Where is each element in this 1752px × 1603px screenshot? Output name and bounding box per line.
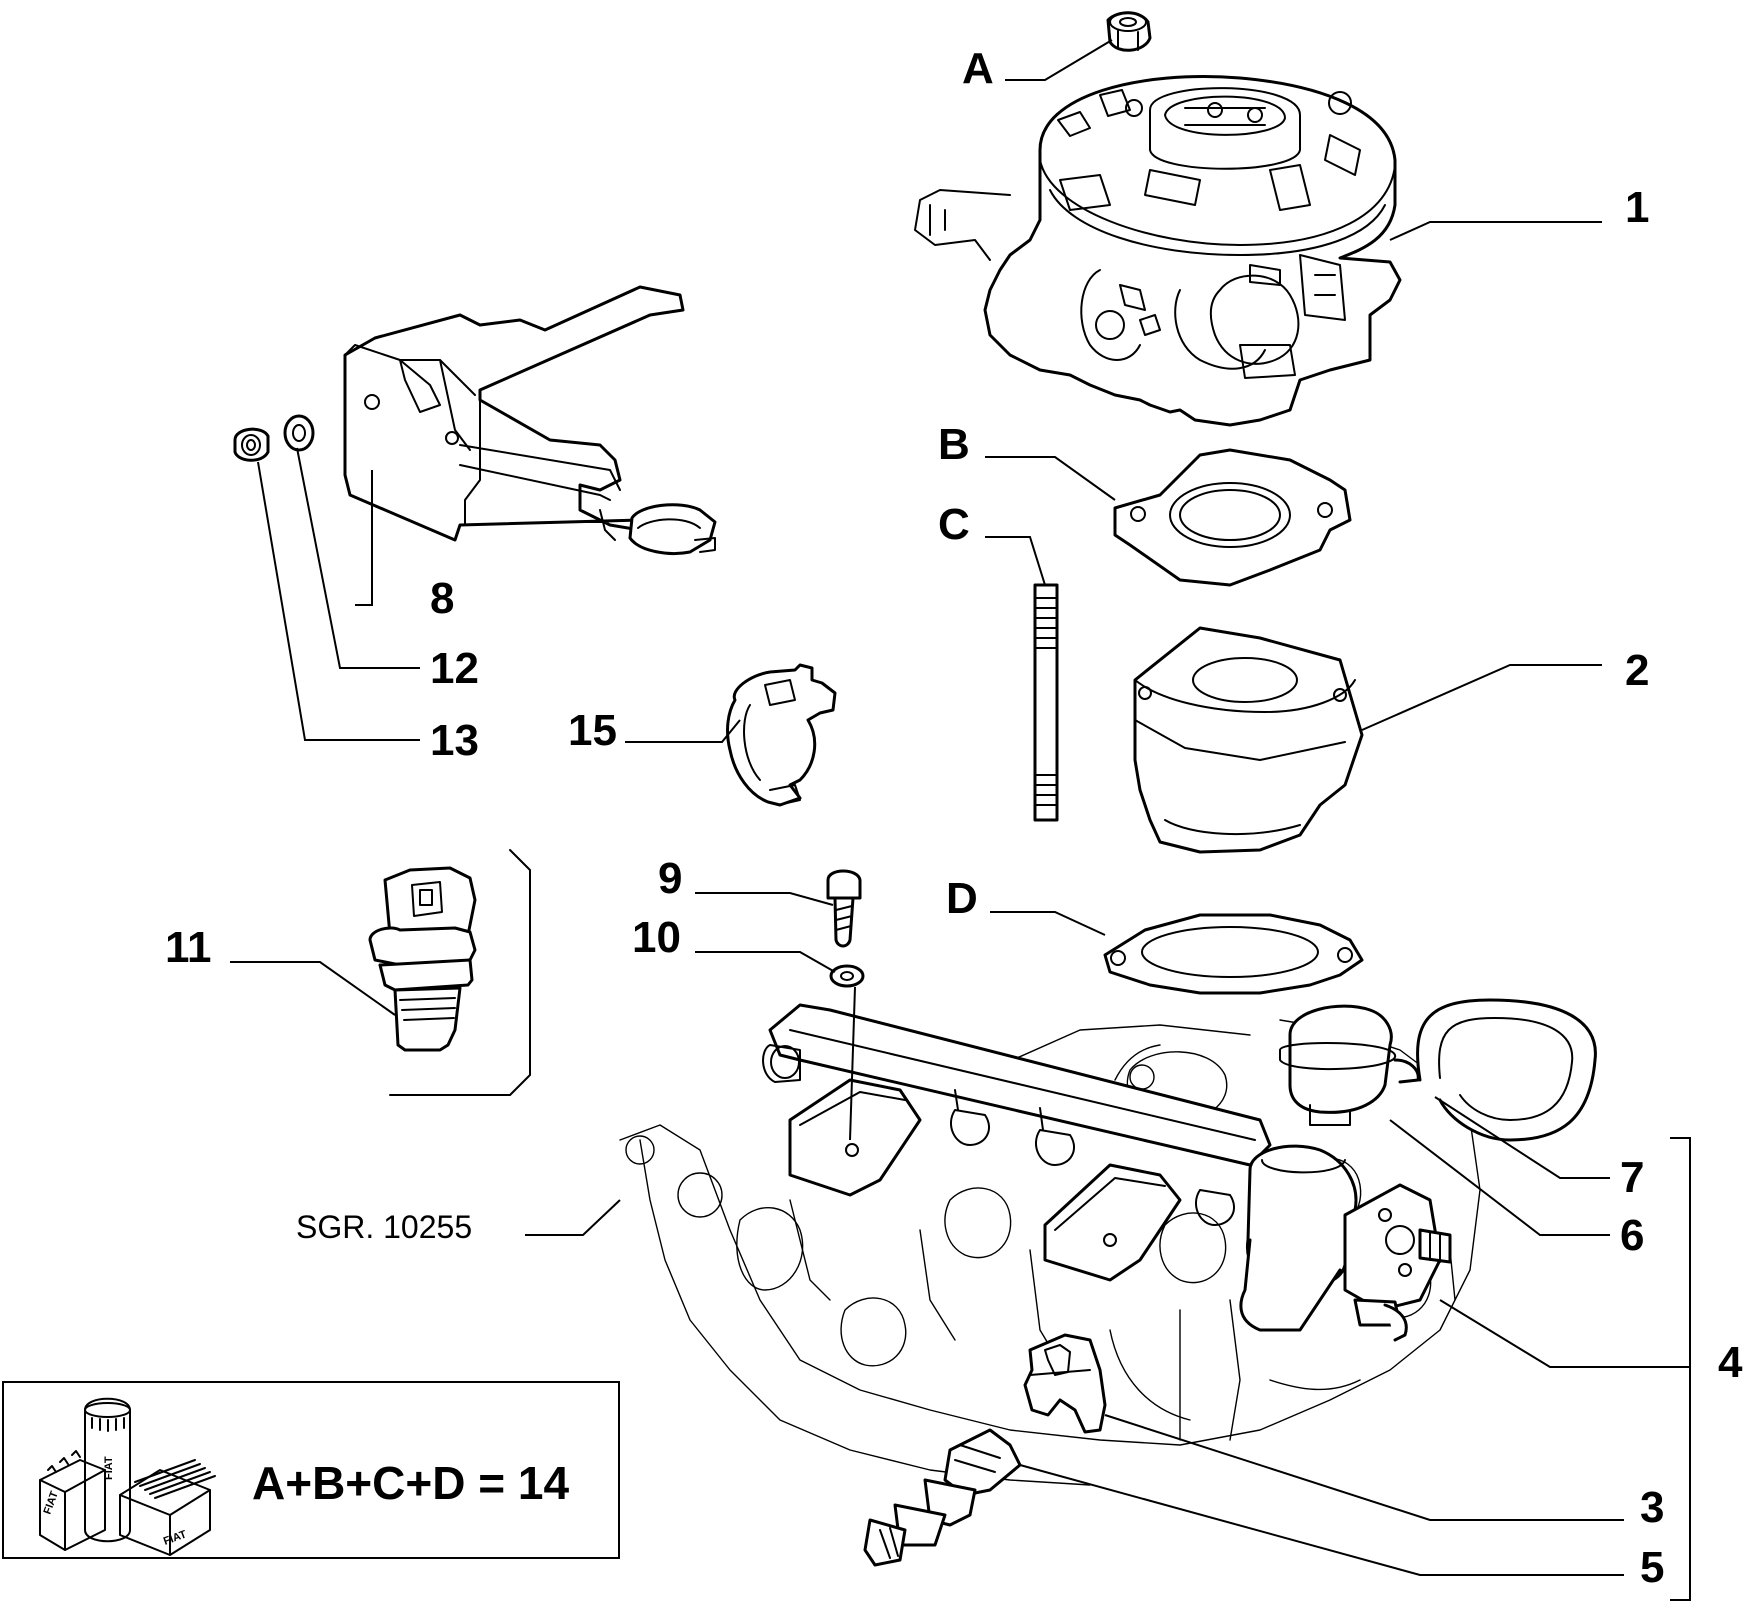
stud-c — [1033, 583, 1059, 822]
fuel-rail — [762, 1003, 1272, 1282]
callout-10: 10 — [632, 913, 681, 962]
bracket — [343, 285, 717, 555]
callout-7: 7 — [1620, 1153, 1644, 1202]
hose-clamp — [726, 663, 837, 807]
callout-3: 3 — [1640, 1483, 1664, 1532]
fiat-kit-boxes-icon: FIAT FIAT FIAT — [39, 1397, 216, 1556]
washer-12 — [283, 414, 315, 452]
leader-lines — [230, 39, 1691, 1601]
gasket-b — [1113, 448, 1352, 587]
callout-9: 9 — [658, 854, 682, 903]
callout-C: C — [938, 500, 970, 549]
nut-13 — [233, 427, 270, 462]
callout-6: 6 — [1620, 1211, 1644, 1260]
callout-labels: A 1 B C 2 D 9 10 8 12 13 15 11 7 6 4 3 5… — [165, 44, 1743, 1592]
kit-box — [2, 1381, 620, 1559]
injector-clip — [1023, 1333, 1107, 1434]
bolt — [826, 869, 862, 948]
callout-12: 12 — [430, 644, 479, 693]
injector-housing — [1239, 1144, 1452, 1342]
spacer — [1133, 626, 1364, 854]
callout-D: D — [946, 874, 978, 923]
temperature-sensor — [368, 849, 531, 1096]
callout-A: A — [962, 44, 994, 93]
callout-5: 5 — [1640, 1543, 1664, 1592]
nut-a — [1106, 11, 1152, 52]
callout-8: 8 — [430, 574, 454, 623]
washer — [829, 964, 865, 988]
callout-2: 2 — [1625, 646, 1649, 695]
fuel-injector — [863, 1428, 1022, 1567]
gasket-d — [1103, 913, 1364, 995]
callout-11: 11 — [165, 923, 212, 972]
kit-formula: A+B+C+D = 14 — [252, 1457, 570, 1509]
reference-label: SGR. 10255 — [296, 1209, 472, 1245]
callout-B: B — [938, 420, 970, 469]
callout-4: 4 — [1718, 1338, 1743, 1387]
callout-13: 13 — [430, 716, 479, 765]
kit-logo-text-2: FIAT — [103, 1456, 115, 1480]
pressure-regulator — [1279, 998, 1597, 1142]
throttle-body — [914, 75, 1402, 427]
callout-1: 1 — [1625, 183, 1649, 232]
callout-15: 15 — [568, 706, 617, 755]
